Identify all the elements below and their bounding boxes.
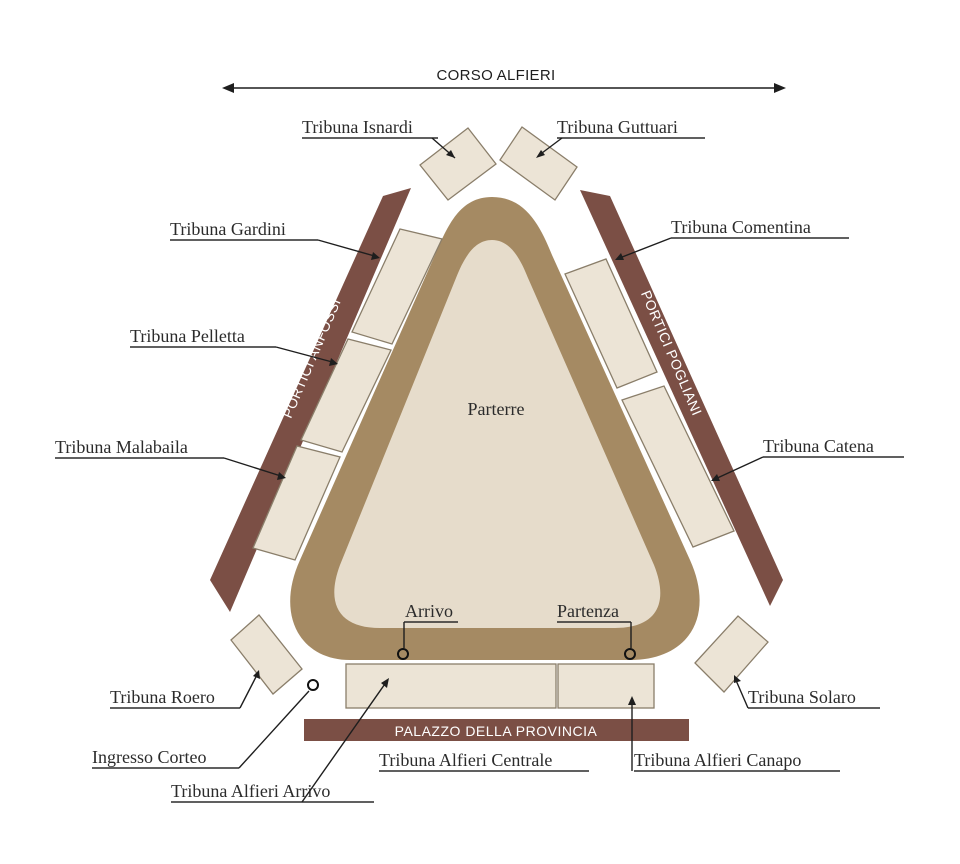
corso-alfieri-label: CORSO ALFIERI	[437, 67, 556, 84]
label-comentina: Tribuna Comentina	[671, 217, 811, 237]
label-guttuari: Tribuna Guttuari	[557, 117, 678, 137]
stand-comentina	[564, 258, 658, 389]
label-solaro: Tribuna Solaro	[748, 687, 856, 707]
stand-roero	[230, 614, 303, 695]
stand-isnardi	[419, 127, 497, 201]
palazzo-provincia-label: PALAZZO DELLA PROVINCIA	[395, 723, 598, 739]
stand-alfieri-arrivo-box	[345, 663, 557, 709]
stand-guttuari	[499, 126, 578, 201]
label-ingresso-corteo: Ingresso Corteo	[92, 747, 206, 767]
label-pelletta: Tribuna Pelletta	[130, 326, 245, 346]
label-alfieri-canapo: Tribuna Alfieri Canapo	[634, 750, 801, 770]
stand-solaro	[694, 615, 769, 693]
stand-pelletta	[300, 338, 392, 453]
label-gardini: Tribuna Gardini	[170, 219, 286, 239]
label-catena: Tribuna Catena	[763, 436, 874, 456]
stand-malabaila	[252, 445, 341, 561]
partenza-marker	[624, 648, 636, 660]
label-alfieri-centrale: Tribuna Alfieri Centrale	[379, 750, 552, 770]
label-isnardi: Tribuna Isnardi	[302, 117, 413, 137]
arrivo-marker	[397, 648, 409, 660]
portici-pogliani-band	[580, 190, 783, 606]
palazzo-provincia-band	[304, 719, 689, 741]
label-roero: Tribuna Roero	[110, 687, 215, 707]
corso-alfieri-arrow	[222, 83, 786, 93]
label-malabaila: Tribuna Malabaila	[55, 437, 188, 457]
stand-alfieri-canapo-box	[557, 663, 655, 709]
stand-gardini	[351, 228, 443, 345]
parterre-area	[334, 240, 661, 628]
stand-catena	[621, 385, 735, 548]
partenza-label: Partenza	[557, 601, 619, 621]
portici-anfossi-band	[210, 188, 411, 612]
label-alfieri-arrivo: Tribuna Alfieri Arrivo	[171, 781, 330, 801]
arrivo-label: Arrivo	[405, 601, 453, 621]
ingresso-corteo-marker	[307, 679, 319, 691]
parterre-label: Parterre	[468, 399, 525, 419]
